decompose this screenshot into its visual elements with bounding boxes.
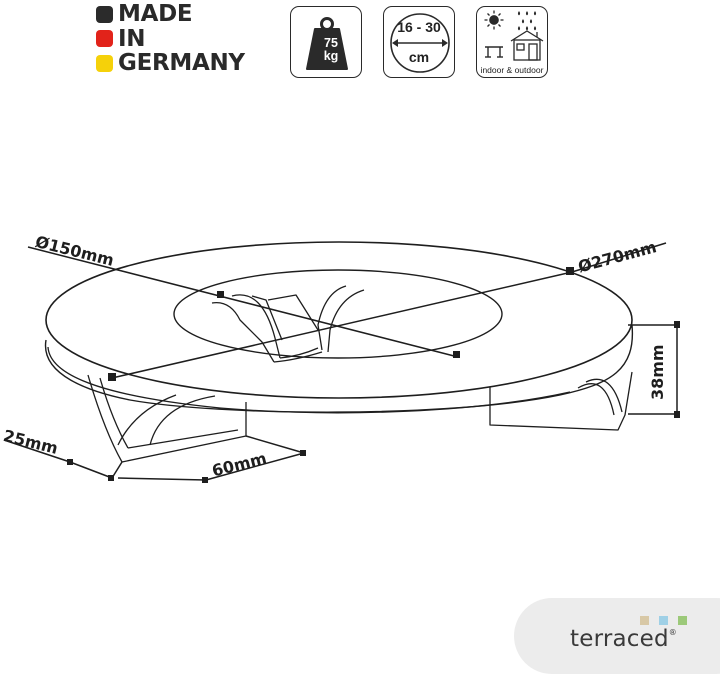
- outer-diameter-line: [111, 271, 573, 379]
- indoor-outdoor-icons: [484, 10, 544, 61]
- tick-inner-a: [217, 291, 224, 298]
- table-icon: [485, 46, 503, 58]
- weight-label: 75 kg: [313, 37, 349, 63]
- tick-outer-b: [566, 267, 574, 275]
- weight-badge: 75 kg: [290, 6, 362, 78]
- tick-foot-a: [67, 459, 73, 465]
- logo-square-icon-blue: [659, 616, 668, 625]
- foot-width-extension: [245, 435, 305, 454]
- registered-mark: ®: [668, 628, 677, 637]
- weight-value: 75: [324, 36, 338, 50]
- rain-icon: [517, 11, 537, 31]
- diameter-range-icon: [390, 13, 450, 73]
- weight-unit: kg: [323, 49, 339, 63]
- size-range-unit: cm: [408, 49, 430, 65]
- tick-outer-a: [108, 373, 116, 381]
- weight-icon: [306, 17, 348, 70]
- tick-height-a: [674, 321, 680, 328]
- foot-width-line-2: [205, 452, 305, 481]
- tick-inner-b: [453, 351, 460, 358]
- tick-height-b: [674, 411, 680, 418]
- gold-square-icon: [96, 54, 113, 72]
- sun-icon: [484, 10, 504, 30]
- tick-foot-b: [108, 475, 114, 481]
- indoor-outdoor-badge: indoor & outdoor: [476, 6, 548, 78]
- brand-logo: terraced®: [570, 626, 677, 652]
- made-in-germany-mark: MADE IN GERMANY: [96, 2, 245, 76]
- inner-diameter-line: [27, 246, 459, 358]
- inner-opening: [173, 269, 503, 363]
- tick-foot-d: [300, 450, 306, 456]
- right-foot: [489, 371, 633, 431]
- size-range-badge: 16 - 30 cm: [383, 6, 455, 78]
- tick-foot-c: [202, 477, 208, 483]
- made-line: MADE: [118, 1, 193, 27]
- house-icon: [510, 30, 544, 61]
- outer-diameter-leader: [571, 242, 667, 273]
- in-line: IN: [118, 25, 146, 52]
- black-square-icon: [96, 5, 113, 23]
- red-square-icon: [96, 30, 113, 48]
- foot-thickness-line: [69, 461, 113, 479]
- logo-square-icon-beige: [640, 616, 649, 625]
- foot-width-line: [117, 477, 207, 481]
- logo-background: [514, 598, 720, 674]
- size-range-value: 16 - 30: [397, 19, 441, 35]
- indoor-outdoor-label: indoor & outdoor: [480, 65, 544, 75]
- germany-line: GERMANY: [118, 50, 245, 76]
- height-label: 38mm: [648, 344, 667, 400]
- brand-name: terraced: [570, 626, 669, 652]
- foot-thickness-leader: [3, 439, 71, 463]
- logo-square-icon-green: [678, 616, 687, 625]
